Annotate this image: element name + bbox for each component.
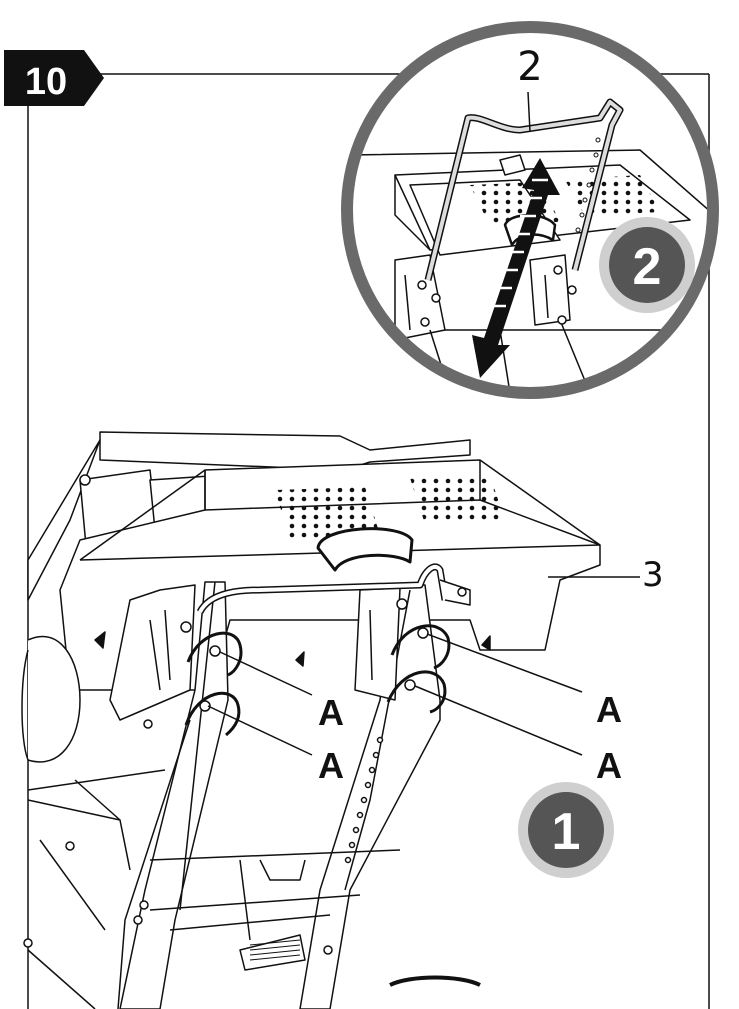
part-label-handle: 2 (517, 44, 542, 90)
part-label-motor-cover: 3 (642, 555, 664, 595)
bolt-label-a-left-upper: A (318, 692, 344, 733)
bolts (23, 474, 467, 955)
bolt-label-a-right-upper: A (596, 689, 622, 730)
rotate-arrow-icon (184, 624, 451, 737)
sequence-number-1: 1 (552, 803, 581, 861)
bolt-label-a-left-lower: A (318, 745, 344, 786)
sequence-badge-2: 2 (599, 217, 695, 313)
step-badge: 10 (4, 50, 104, 106)
treadmill-main-view (21, 431, 601, 1009)
motion-arrow-icon (472, 158, 560, 378)
step-number: 10 (25, 61, 67, 103)
vent-holes-left (275, 487, 380, 540)
leader-lines (207, 576, 640, 756)
bolt-label-a-right-lower: A (596, 745, 622, 786)
sequence-badge-1: 1 (518, 782, 614, 878)
height-holes (344, 736, 384, 864)
cover-handle (316, 527, 414, 572)
detail-zoom: 2 2 (341, 21, 719, 399)
sequence-number-2: 2 (633, 238, 662, 296)
vent-holes-right (410, 476, 505, 524)
